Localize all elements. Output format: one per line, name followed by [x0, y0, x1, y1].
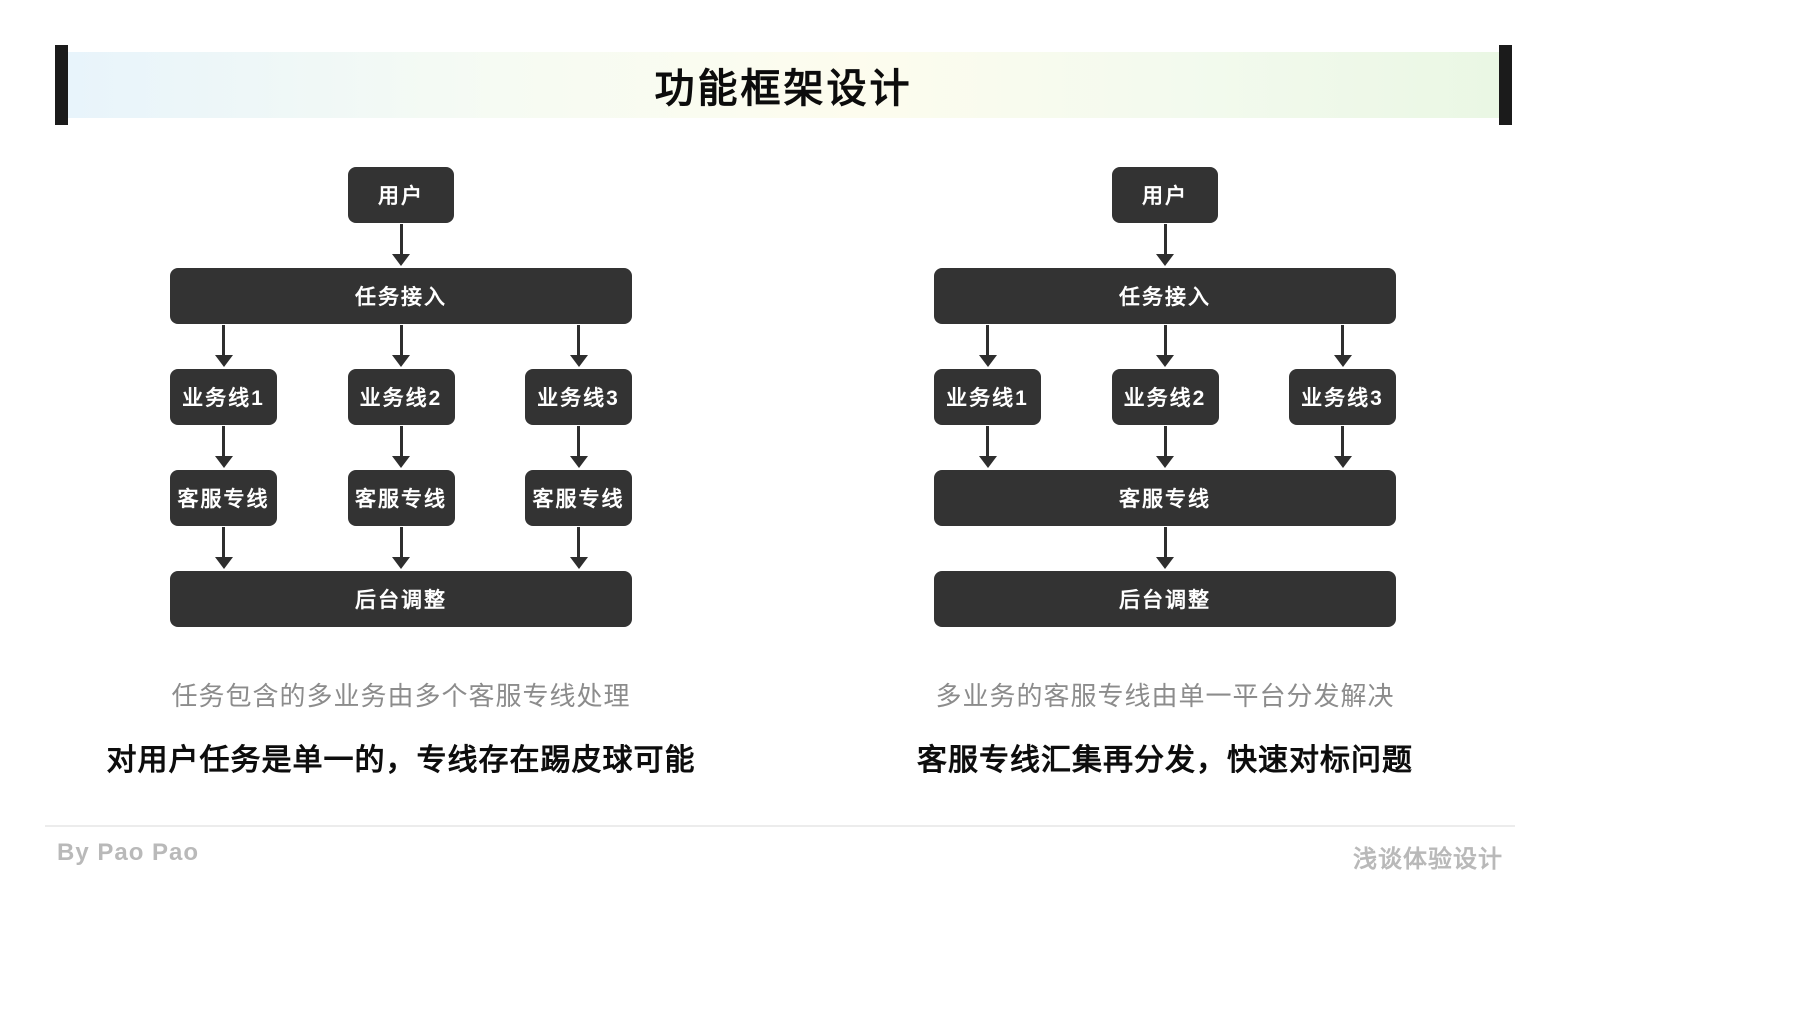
- business-line-node: 业务线3: [525, 369, 632, 425]
- arrow-row: [170, 425, 632, 470]
- business-line-node: 业务线3: [1289, 369, 1396, 425]
- arrow-row: [934, 526, 1396, 571]
- title-band: 功能框架设计: [68, 52, 1499, 118]
- user-node: 用户: [1112, 167, 1218, 223]
- backend-node: 后台调整: [934, 571, 1396, 627]
- backend-node: 后台调整: [170, 571, 632, 627]
- arrow-row: [934, 324, 1396, 369]
- service-line-node: 客服专线: [934, 470, 1396, 526]
- left-flowchart: 用户 任务接入 业务线1 业务线2 业务线3 客服专线 客服专线 客服专线: [170, 167, 632, 627]
- right-caption: 多业务的客服专线由单一平台分发解决: [935, 681, 1395, 711]
- down-arrow-icon: [978, 324, 997, 369]
- business-line-node: 业务线2: [347, 369, 455, 425]
- business-line-node: 业务线1: [934, 369, 1041, 425]
- user-node: 用户: [348, 167, 454, 223]
- footer-author: By Pao Pao: [57, 839, 200, 866]
- right-panel: 用户 任务接入 业务线1 业务线2 业务线3 客服专线 后台调整 多业务的客服专…: [855, 167, 1475, 779]
- service-line-row: 客服专线 客服专线 客服专线: [170, 470, 632, 526]
- down-arrow-icon: [1156, 425, 1174, 470]
- service-line-node: 客服专线: [525, 470, 632, 526]
- down-arrow-icon: [1156, 324, 1174, 369]
- service-line-node: 客服专线: [170, 470, 277, 526]
- down-arrow-icon: [1156, 223, 1174, 268]
- down-arrow-icon: [392, 425, 410, 470]
- down-arrow-icon: [978, 425, 997, 470]
- arrow-row: [170, 526, 632, 571]
- down-arrow-icon: [569, 526, 588, 571]
- footer-brand: 浅谈体验设计: [1353, 846, 1503, 873]
- down-arrow-icon: [214, 526, 233, 571]
- down-arrow-icon: [392, 324, 410, 369]
- page-title: 功能框架设计: [654, 67, 913, 111]
- service-line-node: 客服专线: [347, 470, 455, 526]
- down-arrow-icon: [214, 324, 233, 369]
- title-accent-right: [1499, 45, 1512, 125]
- business-line-node: 业务线2: [1111, 369, 1219, 425]
- right-flowchart: 用户 任务接入 业务线1 业务线2 业务线3 客服专线 后台调整: [934, 167, 1396, 627]
- business-line-row: 业务线1 业务线2 业务线3: [170, 369, 632, 425]
- title-bar: 功能框架设计: [55, 45, 1512, 125]
- business-line-node: 业务线1: [170, 369, 277, 425]
- down-arrow-icon: [214, 425, 233, 470]
- arrow-row: [934, 425, 1396, 470]
- left-caption: 任务包含的多业务由多个客服专线处理: [171, 681, 631, 711]
- right-conclusion: 客服专线汇集再分发，快速对标问题: [917, 744, 1413, 777]
- down-arrow-icon: [1333, 425, 1352, 470]
- task-access-node: 任务接入: [170, 268, 632, 324]
- down-arrow-icon: [569, 324, 588, 369]
- task-access-node: 任务接入: [934, 268, 1396, 324]
- arrow-row: [170, 324, 632, 369]
- title-accent-left: [55, 45, 68, 125]
- arrow-row: [170, 223, 632, 268]
- down-arrow-icon: [1156, 526, 1174, 571]
- down-arrow-icon: [1333, 324, 1352, 369]
- arrow-row: [934, 223, 1396, 268]
- down-arrow-icon: [569, 425, 588, 470]
- business-line-row: 业务线1 业务线2 业务线3: [934, 369, 1396, 425]
- left-conclusion: 对用户任务是单一的，专线存在踢皮球可能: [106, 744, 696, 777]
- down-arrow-icon: [392, 526, 410, 571]
- down-arrow-icon: [392, 223, 410, 268]
- left-panel: 用户 任务接入 业务线1 业务线2 业务线3 客服专线 客服专线 客服专线: [91, 167, 711, 779]
- footer: By Pao Pao 浅谈体验设计: [45, 825, 1515, 874]
